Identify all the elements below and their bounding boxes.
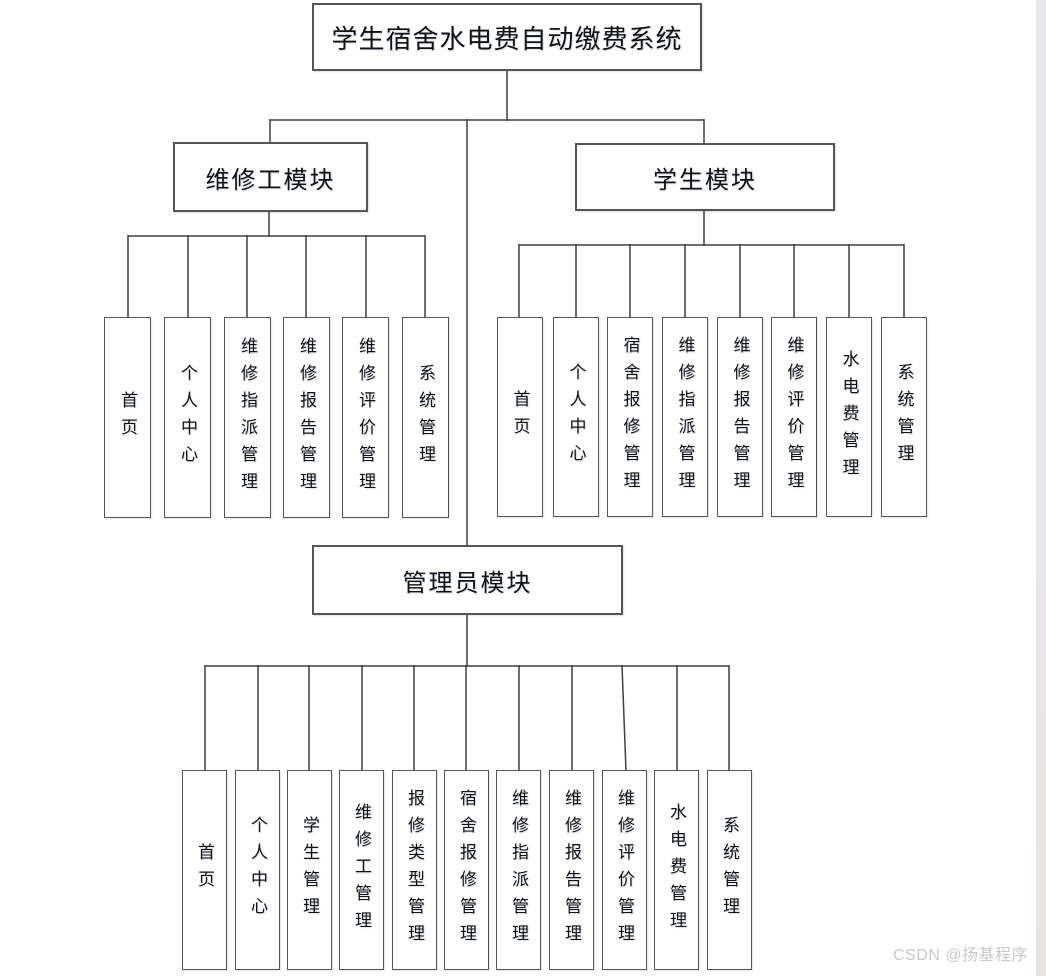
node-admin-system-mgmt: 系统管理 xyxy=(707,770,752,970)
node-admin-student-mgmt: 学生管理 xyxy=(287,770,332,970)
csdn-watermark: CSDN @扬基程序 xyxy=(892,947,1028,964)
right-edge-strip xyxy=(1036,0,1046,976)
node-student-repair-report: 维修报告管理 xyxy=(717,317,763,517)
node-worker-repair-report: 维修报告管理 xyxy=(283,317,330,518)
node-student-dorm-repair: 宿舍报修管理 xyxy=(607,317,653,517)
node-root-system: 学生宿舍水电费自动缴费系统 xyxy=(312,3,702,71)
node-admin-repair-report: 维修报告管理 xyxy=(549,770,594,970)
node-student-repair-dispatch: 维修指派管理 xyxy=(662,317,708,517)
node-student-home: 首页 xyxy=(497,317,543,517)
node-worker-home: 首页 xyxy=(104,317,151,518)
admin-children-wires xyxy=(204,615,730,772)
node-admin-repair-type-mgmt: 报修类型管理 xyxy=(392,770,437,970)
student-children-wires xyxy=(518,211,905,318)
node-student-repair-evaluation: 维修评价管理 xyxy=(771,317,817,517)
node-worker-profile: 个人中心 xyxy=(164,317,211,518)
node-admin-repair-dispatch: 维修指派管理 xyxy=(496,770,541,970)
node-worker-module: 维修工模块 xyxy=(173,142,368,212)
worker-children-wires xyxy=(127,212,426,318)
node-admin-dorm-repair: 宿舍报修管理 xyxy=(444,770,489,970)
node-admin-utility-fee: 水电费管理 xyxy=(654,770,699,970)
node-admin-profile: 个人中心 xyxy=(235,770,280,970)
node-admin-repair-evaluation: 维修评价管理 xyxy=(602,770,647,970)
node-admin-worker-mgmt: 维修工管理 xyxy=(339,770,384,970)
node-admin-home: 首页 xyxy=(182,770,227,970)
node-worker-system-mgmt: 系统管理 xyxy=(402,317,449,518)
node-student-utility-fee: 水电费管理 xyxy=(826,317,872,517)
root-to-modules-wires xyxy=(269,71,705,546)
node-worker-repair-evaluation: 维修评价管理 xyxy=(342,317,389,518)
node-student-system-mgmt: 系统管理 xyxy=(881,317,927,517)
node-worker-repair-dispatch: 维修指派管理 xyxy=(224,317,271,518)
node-admin-module: 管理员模块 xyxy=(312,545,623,615)
node-student-profile: 个人中心 xyxy=(553,317,599,517)
node-student-module: 学生模块 xyxy=(575,143,835,211)
